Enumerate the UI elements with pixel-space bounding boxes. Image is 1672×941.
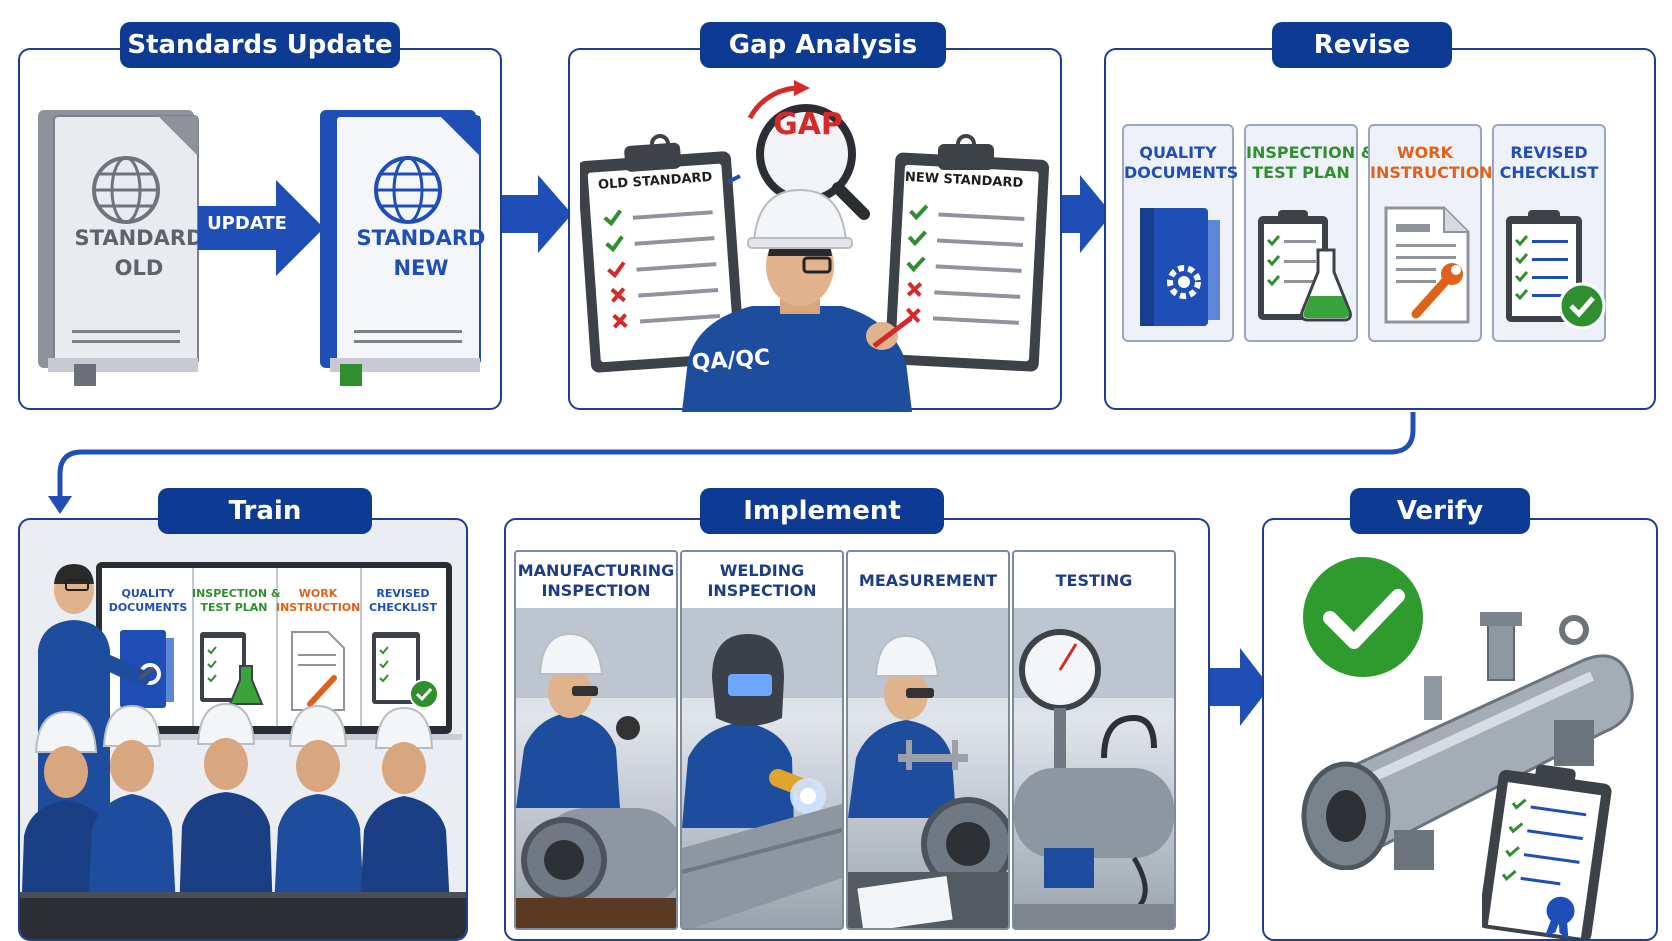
check-icon: [909, 204, 929, 221]
panel-verify: [1262, 518, 1658, 941]
title-train: Train: [158, 488, 372, 534]
update-arrow: [198, 180, 324, 276]
revise-card-revised-checklist: REVISED CHECKLIST: [1492, 124, 1606, 342]
step-measurement: MEASUREMENT: [846, 550, 1010, 930]
card-label-line2: TEST PLAN: [1252, 163, 1350, 182]
check-icon: [605, 235, 624, 253]
board-card-label: DOCUMENTS: [108, 601, 188, 614]
old-standard-book: [38, 110, 199, 386]
old-book-title: STANDARD: [74, 226, 204, 250]
document-wrench-icon: [1384, 206, 1470, 324]
panel-gap-analysis: OLD STANDARD NEW STANDARD GAP: [568, 48, 1062, 412]
update-label: UPDATE: [207, 213, 287, 234]
board-card-label: WORK: [298, 587, 338, 600]
checklist-check-icon: [1506, 210, 1606, 330]
step-label-line2: INSPECTION: [707, 581, 817, 600]
panel-revise: QUALITY DOCUMENTS INSPECTION & TEST PLAN…: [1104, 48, 1656, 410]
title-gap-analysis: Gap Analysis: [700, 22, 946, 68]
step-testing: TESTING: [1012, 550, 1176, 930]
globe-icon: [92, 156, 160, 224]
panel-train: QUALITY DOCUMENTS INSPECTION & TEST PLAN…: [18, 518, 468, 941]
certificate-clipboard-icon: [1482, 764, 1612, 939]
cross-icon: [906, 281, 923, 297]
card-label-line2: DOCUMENTS: [1124, 163, 1239, 182]
title-implement: Implement: [700, 488, 944, 534]
welder-icon: [682, 608, 842, 928]
arrow-right-icon: [498, 175, 572, 253]
step-label-line1: MANUFACTURING: [517, 561, 675, 580]
inspector-gauge-icon: [516, 608, 676, 928]
green-check-icon: [1303, 557, 1423, 677]
step-welding-inspection: WELDING INSPECTION: [680, 550, 844, 930]
board-card-label: INSPECTION &: [192, 587, 281, 600]
check-icon: [907, 230, 927, 247]
return-arrow-icon: [48, 412, 1416, 514]
arrow-right-icon: [1045, 175, 1112, 253]
gap-label: GAP: [773, 107, 843, 142]
step-label-line1: MEASUREMENT: [858, 571, 998, 590]
board-icons: [120, 630, 439, 711]
binder-gear-icon: [1140, 208, 1220, 326]
board-card-label: TEST PLAN: [200, 601, 268, 614]
clipboard-flask-icon: [1258, 210, 1352, 322]
title-revise: Revise: [1272, 22, 1452, 68]
check-icon: [906, 256, 926, 273]
board-card-label: INSTRUCTION: [276, 601, 361, 614]
revise-card-quality-documents: QUALITY DOCUMENTS: [1122, 124, 1239, 342]
clipboard-icon: [580, 134, 744, 373]
cross-icon: [612, 313, 628, 329]
revise-card-work-instruction: WORK INSTRUCTION: [1368, 124, 1493, 342]
title-standards-update: Standards Update: [120, 22, 400, 68]
arrow-right-icon: [1207, 648, 1270, 726]
pressure-vessel-icon: [1301, 612, 1634, 870]
pressure-gauge-icon: [1014, 608, 1174, 928]
bookmark-icon: [340, 364, 362, 386]
board-card-label: QUALITY: [121, 587, 175, 600]
hard-hat-icon: [747, 188, 853, 249]
new-book-title: STANDARD: [356, 226, 486, 250]
new-book-subtitle: NEW: [393, 256, 449, 280]
qa-inspector: [682, 188, 912, 412]
clipboard-icon: [886, 134, 1050, 372]
card-label-line2: INSTRUCTION: [1370, 163, 1493, 182]
step-label-line2: INSPECTION: [541, 581, 651, 600]
caliper-icon: [848, 608, 1008, 928]
cross-icon: [610, 287, 626, 303]
panel-implement: MANUFACTURING INSPECTION WELDING INSPECT…: [504, 518, 1210, 941]
check-icon: [603, 209, 622, 227]
card-label-line2: CHECKLIST: [1499, 163, 1599, 182]
board-card-label: REVISED: [376, 587, 430, 600]
check-icon: [607, 261, 626, 279]
trainee-audience: [20, 702, 466, 939]
board-card-label: CHECKLIST: [369, 601, 437, 614]
step-label-line1: WELDING: [719, 561, 805, 580]
step-manufacturing-inspection: MANUFACTURING INSPECTION: [514, 550, 678, 930]
old-book-subtitle: OLD: [114, 256, 164, 280]
card-label-line1: WORK: [1397, 143, 1453, 162]
screen-icon: QUALITY DOCUMENTS INSPECTION & TEST PLAN…: [96, 562, 452, 734]
new-standard-book: [320, 110, 481, 386]
card-label-line1: REVISED: [1510, 143, 1588, 162]
revise-card-inspection-test-plan: INSPECTION & TEST PLAN: [1244, 124, 1375, 342]
card-label-line1: INSPECTION &: [1246, 143, 1375, 162]
bookmark-icon: [74, 364, 96, 386]
title-verify: Verify: [1350, 488, 1530, 534]
globe-icon: [374, 156, 442, 224]
panel-standards-update: STANDARD OLD UPDATE STANDARD NEW: [18, 48, 502, 410]
step-label-line1: TESTING: [1055, 571, 1133, 590]
card-label-line1: QUALITY: [1139, 143, 1217, 162]
